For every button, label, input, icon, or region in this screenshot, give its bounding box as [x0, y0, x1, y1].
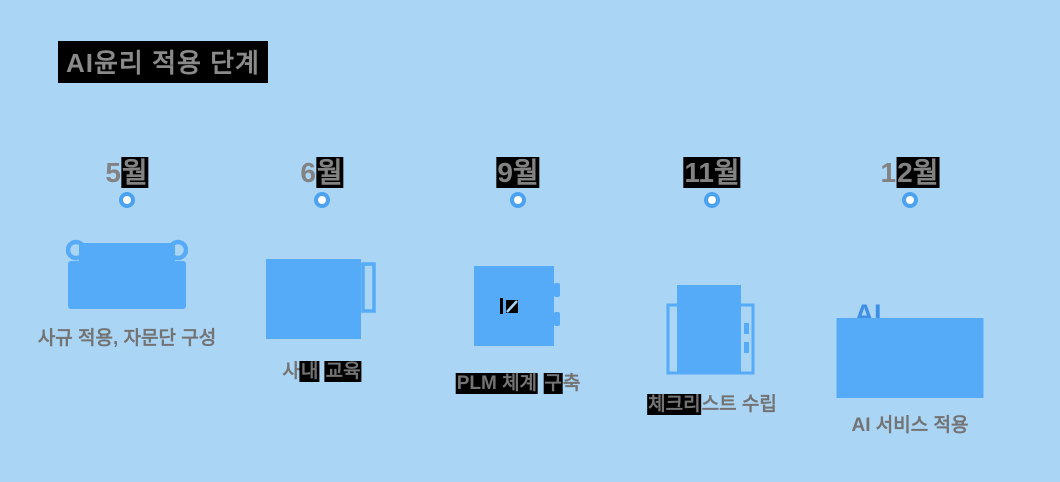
timeline-dot	[510, 192, 526, 208]
plm-system-icon	[474, 266, 562, 353]
stage-label: 사규 적용, 자문단 구성	[38, 323, 216, 350]
checklist-icon	[666, 285, 758, 382]
text-segment: 월	[120, 157, 149, 188]
text-segment: 사규 적용, 자문단 구성	[37, 328, 217, 349]
text-segment: 11월	[683, 157, 741, 188]
meeting-icon	[65, 237, 189, 320]
stage-label: 체크리스트 수립	[647, 389, 777, 416]
timeline-dot	[314, 192, 330, 208]
text-segment: 스트 수립	[701, 394, 777, 415]
ai-service-icon: AI	[836, 299, 984, 399]
text-segment: 체크리	[647, 394, 702, 415]
text-segment: 월	[315, 157, 344, 188]
text-segment: 사	[282, 361, 300, 382]
timeline-dot	[902, 192, 918, 208]
text-segment: 9월	[496, 157, 540, 188]
month-label: 12월	[881, 151, 940, 191]
text-segment: 축	[562, 373, 581, 394]
training-board-icon	[266, 257, 378, 346]
text-segment: 1	[880, 157, 897, 188]
month-label: 9월	[496, 151, 540, 191]
timeline-dot	[119, 192, 135, 208]
text-segment: 5	[105, 157, 121, 188]
text-segment: AI 서비스 적용	[851, 415, 969, 436]
month-label: 11월	[683, 151, 741, 191]
text-segment: 교육	[324, 361, 362, 382]
stage-label: 사내 교육	[282, 356, 362, 383]
text-segment: 2월	[896, 157, 940, 188]
month-label: 6월	[300, 151, 344, 191]
ai-service-rect	[836, 318, 984, 398]
timeline-dot	[704, 192, 720, 208]
text-segment: 구	[543, 373, 563, 394]
page-title: AI윤리 적용 단계	[58, 41, 268, 83]
text-segment: PLM 체계	[455, 373, 539, 394]
stage-label: AI 서비스 적용	[852, 410, 969, 437]
stage-label: PLM 체계 구축	[455, 368, 581, 395]
month-label: 5월	[105, 151, 149, 191]
text-segment: 6	[300, 157, 316, 188]
text-segment: 내	[299, 361, 320, 382]
text-segment	[538, 373, 543, 394]
